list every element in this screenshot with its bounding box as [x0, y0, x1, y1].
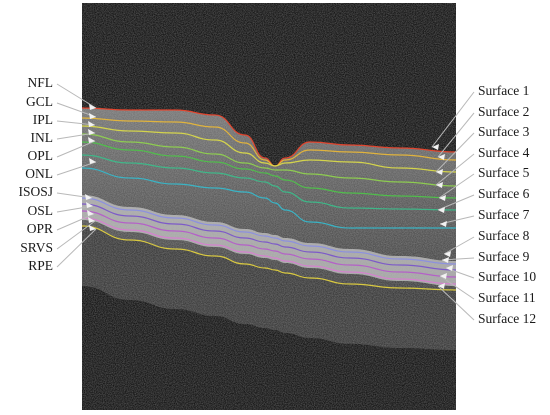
surface-label-1: Surface 1 [478, 83, 529, 98]
surface-label-2: Surface 2 [478, 104, 529, 119]
layer-arrow-rpe [89, 225, 96, 231]
surface-arrow-3 [436, 169, 443, 175]
layer-arrow-opr [87, 210, 94, 216]
surface-arrow-8 [444, 251, 451, 257]
surface-line-4 [82, 133, 456, 187]
surface-arrow-4 [436, 182, 443, 188]
surface-leader-8 [443, 236, 475, 255]
surface-leader-12 [437, 285, 475, 321]
layer-label-srvs: SRVS [20, 240, 53, 255]
layer-arrow-srvs [88, 217, 95, 223]
layer-label-gcl: GCL [26, 94, 53, 109]
surface-line-9 [82, 203, 456, 271]
layer-label-ipl: IPL [33, 112, 53, 127]
layer-label-inl: INL [31, 130, 54, 145]
layer-label-rpe: RPE [28, 258, 53, 273]
surface-label-9: Surface 9 [478, 249, 530, 264]
oct-scan-image [82, 3, 456, 410]
layer-leader-opr [56, 213, 95, 231]
layer-label-isosj: ISOSJ [18, 184, 53, 199]
layer-arrow-opl [88, 137, 95, 143]
surface-leader-11 [439, 275, 475, 300]
layer-arrow-onl [89, 158, 96, 164]
surface-line-3 [82, 125, 456, 173]
layer-label-nfl: NFL [27, 75, 53, 90]
layer-label-opr: OPR [27, 221, 53, 236]
layer-leader-srvs [56, 220, 96, 250]
layer-leader-rpe [56, 228, 97, 268]
surface-leader-2 [437, 112, 475, 158]
layer-leader-onl [56, 161, 97, 176]
layer-leader-inl [56, 132, 96, 140]
surface-line-11 [82, 217, 456, 285]
surface-label-12: Surface 12 [478, 311, 536, 326]
surface-leader-1 [431, 91, 475, 148]
surface-line-2 [82, 117, 456, 167]
surface-label-11: Surface 11 [478, 290, 536, 305]
layer-label-onl: ONL [25, 166, 53, 181]
surface-label-5: Surface 5 [478, 165, 530, 180]
surface-leader-4 [435, 153, 475, 186]
surface-arrow-1 [432, 144, 439, 150]
surface-label-4: Surface 4 [478, 145, 530, 160]
layer-arrow-osl [86, 202, 93, 208]
surface-label-3: Surface 3 [478, 124, 530, 139]
layer-arrow-isosj [85, 194, 92, 200]
surface-line-6 [82, 154, 456, 211]
layer-arrow-inl [88, 129, 95, 135]
speckle-noise [82, 3, 456, 410]
layer-leader-nfl [56, 83, 97, 109]
surface-label-10: Surface 10 [478, 269, 536, 284]
surface-arrow-6 [438, 207, 445, 213]
surface-label-6: Surface 6 [478, 186, 530, 201]
surface-arrow-5 [439, 195, 446, 201]
surface-arrow-12 [438, 283, 445, 289]
surface-label-7: Surface 7 [478, 207, 530, 222]
layer-arrow-ipl [88, 121, 95, 127]
layer-label-osl: OSL [27, 203, 53, 218]
layer-label-opl: OPL [27, 148, 53, 163]
layer-arrow-gcl [89, 113, 96, 119]
surface-arrow-9 [442, 257, 449, 263]
surface-line-7 [82, 167, 456, 229]
surface-arrow-2 [438, 154, 445, 160]
surface-arrow-11 [440, 273, 447, 279]
surface-line-12 [82, 225, 456, 291]
surface-line-8 [82, 197, 456, 265]
surface-label-8: Surface 8 [478, 228, 530, 243]
left-layer-labels: NFL GCL IPL INL OPL ONL ISOSJ OSL OPR SRVS RPE [18, 75, 97, 273]
surface-line-5 [82, 141, 456, 199]
surface-leader-3 [435, 132, 475, 173]
layer-leader-opl [56, 140, 96, 158]
surface-line-1 [82, 107, 456, 167]
layer-arrow-nfl [89, 104, 96, 110]
surface-line-10 [82, 210, 456, 278]
surface-arrow-10 [446, 265, 453, 271]
surface-leader-5 [438, 173, 475, 199]
surface-lines [82, 107, 456, 291]
surface-arrow-7 [440, 221, 447, 227]
right-surface-labels: Surface 1 Surface 2 Surface 3 Surface 4 Surf… [431, 83, 536, 326]
